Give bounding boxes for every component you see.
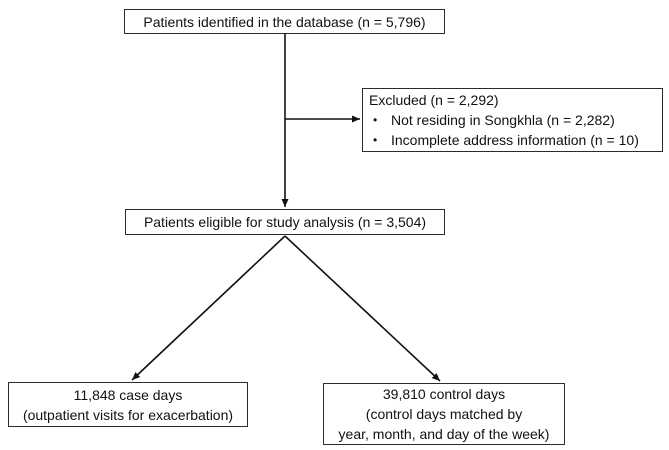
- bullet-icon: •: [373, 133, 378, 147]
- box-excluded: Excluded (n = 2,292) • Not residing in S…: [362, 88, 663, 152]
- excluded-item: • Not residing in Songkhla (n = 2,282): [369, 110, 656, 130]
- patients-identified-label: Patients identified in the database (n =…: [143, 13, 426, 30]
- box-control-days: 39,810 control days (control days matche…: [323, 383, 565, 445]
- connector-eligible-to-case-days: [131, 235, 286, 381]
- excluded-title: Excluded (n = 2,292): [369, 92, 499, 108]
- case-days-count: 11,848 case days: [73, 386, 183, 403]
- control-days-description-line1: (control days matched by: [365, 406, 523, 422]
- control-days-count: 39,810 control days: [382, 386, 506, 402]
- case-days-description: (outpatient visits for exacerbation): [22, 406, 234, 423]
- patients-eligible-label: Patients eligible for study analysis (n …: [143, 214, 427, 230]
- excluded-item-label: Incomplete address information (n = 10): [391, 132, 639, 148]
- box-patients-eligible: Patients eligible for study analysis (n …: [125, 209, 445, 235]
- box-case-days: 11,848 case days (outpatient visits for …: [8, 382, 248, 427]
- excluded-item-label: Not residing in Songkhla (n = 2,282): [391, 112, 615, 128]
- connector-eligible-to-control-days: [284, 235, 441, 382]
- excluded-item: • Incomplete address information (n = 10…: [369, 130, 656, 150]
- bullet-icon: •: [373, 113, 378, 127]
- control-days-description-line2: year, month, and day of the week): [338, 426, 550, 442]
- box-patients-identified: Patients identified in the database (n =…: [124, 9, 445, 34]
